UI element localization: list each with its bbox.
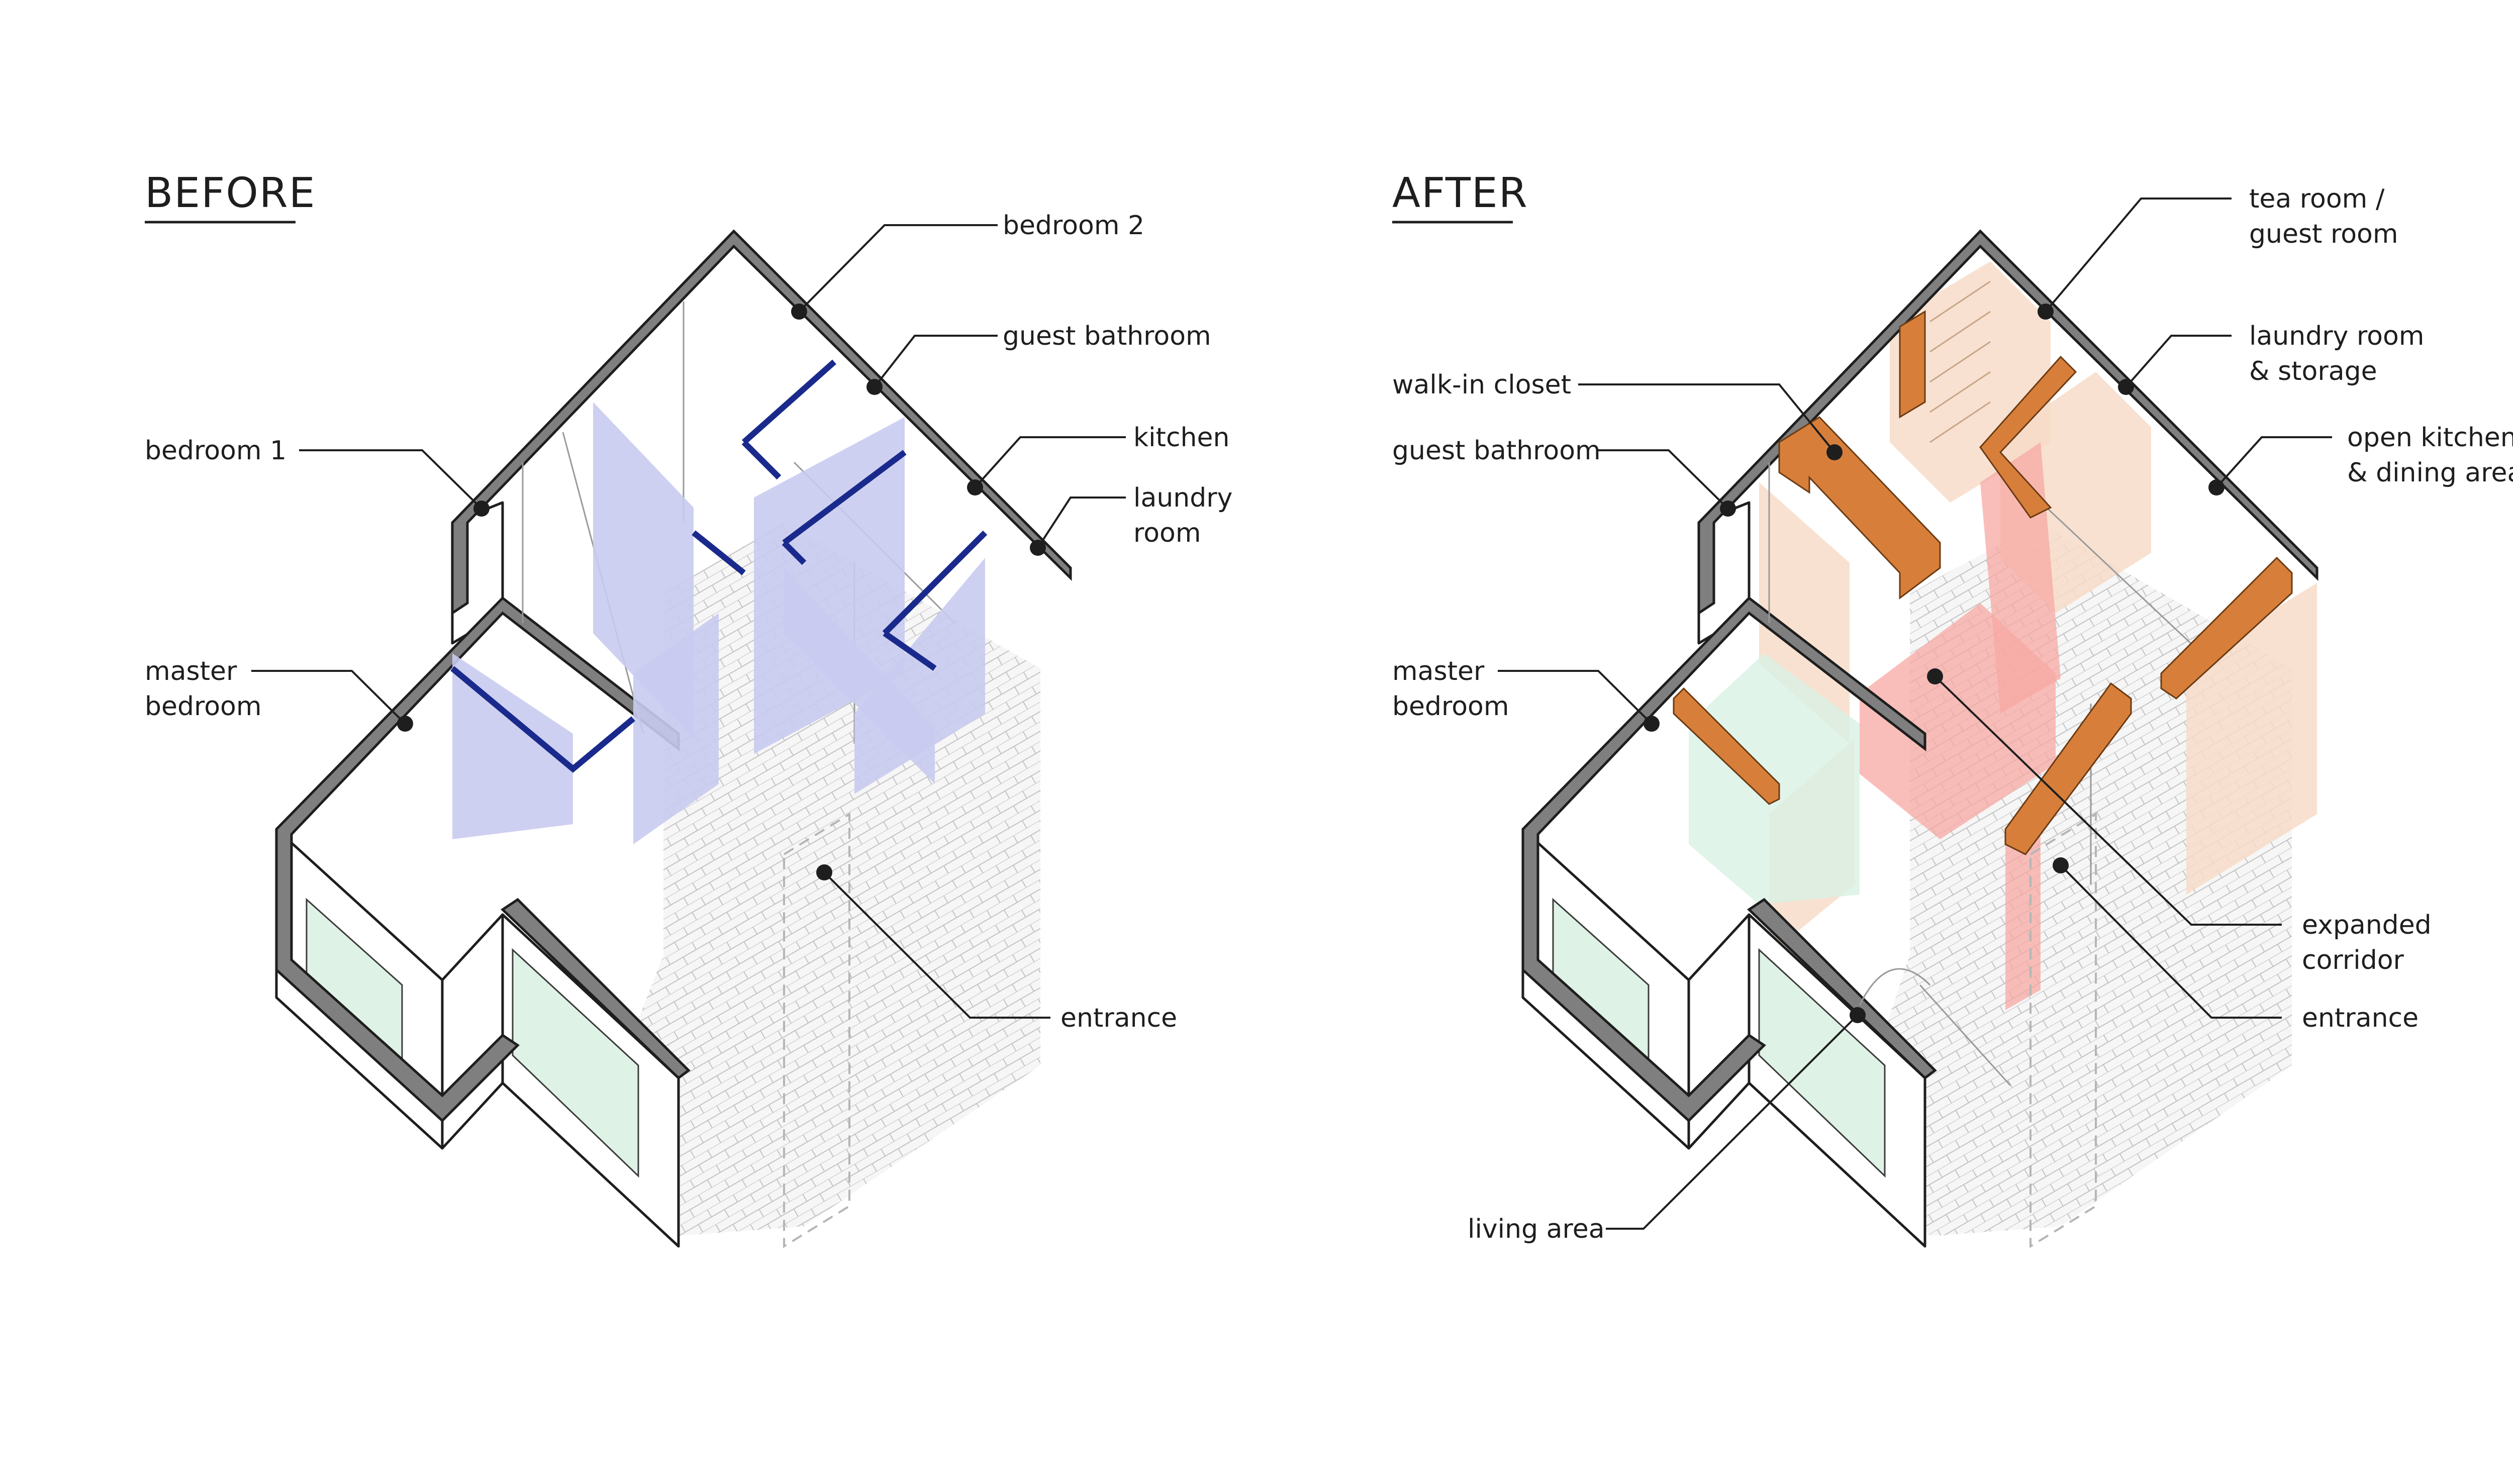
after-label-master-2: bedroom (1392, 691, 1509, 722)
before-label-bedroom1: bedroom 1 (145, 436, 286, 466)
after-label-entrance: entrance (2302, 1003, 2419, 1033)
before-leader-kitchen (974, 436, 1126, 488)
before-label-guest-bathroom: guest bathroom (1003, 321, 1211, 351)
after-label-master-1: master (1392, 656, 1485, 686)
after-leader-tea (2045, 197, 2232, 313)
before-leader-master (251, 670, 406, 725)
after-new-wall-kitchen (2160, 556, 2293, 700)
after-new-wall-corridor (2004, 682, 2132, 855)
after-plan: AFTER tea room / guest room laundry room… (1392, 169, 2513, 1248)
after-new-wall-tea-room (1899, 310, 1926, 419)
before-label-bedroom2: bedroom 2 (1003, 211, 1144, 241)
after-new-wall-closet (1778, 416, 1941, 600)
before-dot-laundry (1030, 540, 1046, 556)
before-removed-wall-4 (452, 653, 573, 839)
before-wall-strokes (450, 359, 988, 773)
after-new-wall-bath (1673, 687, 1780, 805)
after-outer-wall-cap (1697, 229, 2318, 616)
before-label-kitchen: kitchen (1133, 423, 1229, 453)
before-dot-bedroom2 (791, 304, 807, 320)
before-label-master-2: bedroom (145, 691, 262, 722)
before-removed-wall-6 (854, 558, 985, 794)
before-label-laundry-1: laundry (1133, 483, 1232, 513)
before-label-master-1: master (145, 656, 237, 686)
after-new-wall-laundry (1979, 355, 2077, 519)
after-leader-kitchen (2215, 436, 2332, 488)
after-label-tea-2: guest room (2249, 219, 2398, 249)
after-label-tea-1: tea room / (2249, 184, 2385, 214)
before-plan: BEFORE bedroom 2 guest bathroom kitchen … (145, 169, 1232, 1248)
after-dot-tea (2038, 304, 2054, 320)
after-leader-entrance (2060, 864, 2282, 1019)
after-living-wall-cap (1747, 898, 1937, 1080)
after-leader-master (1498, 670, 1653, 725)
after-dot-corridor (1927, 668, 1943, 684)
after-living-window (1758, 948, 1886, 1178)
before-dot-bedroom1 (473, 501, 490, 517)
after-entrance-strip (2005, 809, 2041, 1010)
after-label-kitchen-1: open kitchen (2347, 423, 2513, 453)
before-heading: BEFORE (145, 169, 316, 217)
before-removed-wall-5 (633, 613, 719, 844)
before-dot-kitchen (967, 479, 983, 496)
before-dot-entrance (816, 864, 832, 880)
after-leader-living (1606, 1014, 1859, 1230)
after-leader-corridor (1934, 675, 2282, 926)
after-entrance-outline (2029, 812, 2097, 1248)
after-dot-kitchen (2208, 479, 2225, 496)
after-master-wall-cap (1521, 596, 1926, 1123)
before-label-entrance: entrance (1060, 1003, 1177, 1033)
before-dot-master (397, 716, 413, 732)
before-living-window (512, 948, 639, 1178)
after-dot-walkin (1826, 444, 1843, 460)
before-dot-guest-bathroom (866, 379, 883, 395)
before-label-laundry-2: room (1133, 518, 1201, 548)
after-dot-master (1644, 716, 1660, 732)
before-living-wall-cap (501, 898, 691, 1080)
after-dot-laundry (2118, 379, 2134, 395)
after-label-corridor-1: expanded (2302, 910, 2432, 940)
before-outer-wall-cap (451, 229, 1072, 616)
before-leader-entrance (823, 871, 1050, 1019)
after-dot-guest-bath (1720, 501, 1736, 517)
after-leader-laundry (2125, 335, 2232, 388)
after-label-kitchen-2: & dining area (2347, 458, 2513, 488)
after-label-living: living area (1468, 1214, 1605, 1244)
after-kitchen-tint (2186, 583, 2317, 895)
after-dot-living (1850, 1007, 1866, 1023)
before-leader-bedroom2 (798, 224, 998, 313)
before-leader-bedroom1 (299, 449, 482, 510)
after-leader-guest-bath (1598, 449, 1729, 510)
after-dot-entrance (2053, 857, 2069, 873)
after-label-guest-bath: guest bathroom (1392, 436, 1601, 466)
after-label-walkin: walk-in closet (1392, 370, 1571, 400)
after-tea-room-shelves (1929, 280, 1991, 443)
before-entrance-outline (783, 812, 850, 1248)
after-label-corridor-2: corridor (2302, 945, 2404, 975)
before-leader-guest-bathroom (874, 335, 998, 388)
after-interior-lines (1768, 462, 2202, 1086)
after-label-laundry-2: & storage (2249, 356, 2377, 386)
after-label-laundry-1: laundry room (2249, 321, 2424, 351)
after-heading: AFTER (1392, 169, 1528, 217)
after-leader-walkin (1578, 383, 1835, 453)
before-leader-laundry (1037, 497, 1126, 549)
